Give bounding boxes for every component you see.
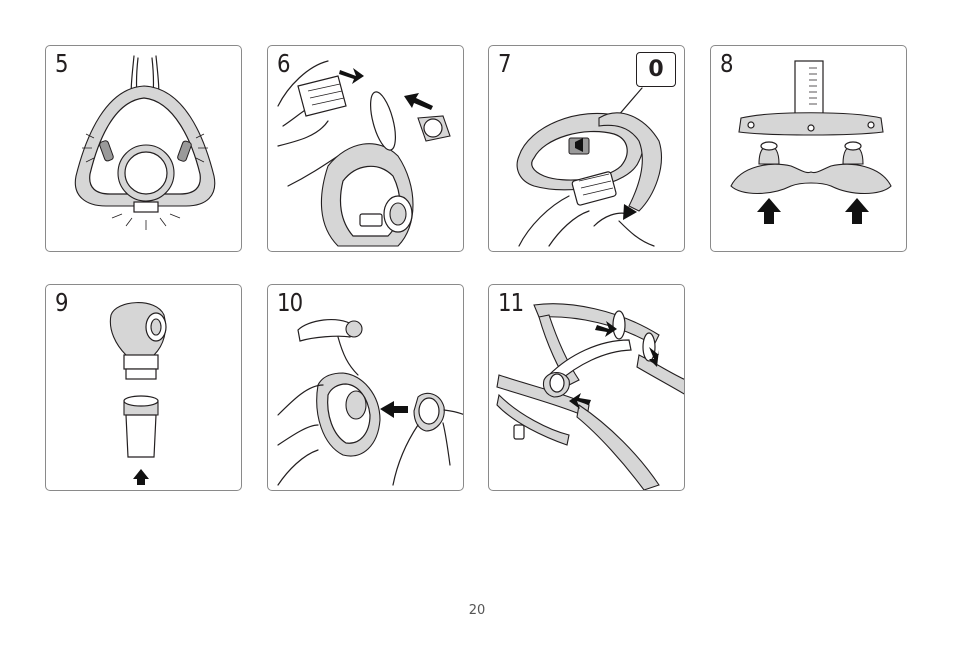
step-11-panel: 11 [488,284,685,491]
step-5-panel: 5 [45,45,242,252]
step-number: 9 [55,288,68,317]
step-number: 7 [498,49,511,78]
frame-pillows-illustration [711,46,907,252]
step-6-panel: 6 [267,45,464,252]
elbow-removal-illustration [268,46,464,252]
cushion-illustration [46,46,242,252]
step-9-panel: 9 [45,284,242,491]
step-number: 11 [498,288,523,317]
step-10-panel: 10 [267,284,464,491]
page-number: 20 [0,603,954,618]
step-8-panel: 8 [710,45,907,252]
step-number: 6 [277,49,290,78]
dial-setting-badge: 0 [636,52,676,87]
elbow-swivel-illustration [46,285,242,491]
step-number: 5 [55,49,68,78]
step-number: 8 [720,49,733,78]
step-7-panel: 7 0 [488,45,685,252]
step-number: 10 [277,288,302,317]
